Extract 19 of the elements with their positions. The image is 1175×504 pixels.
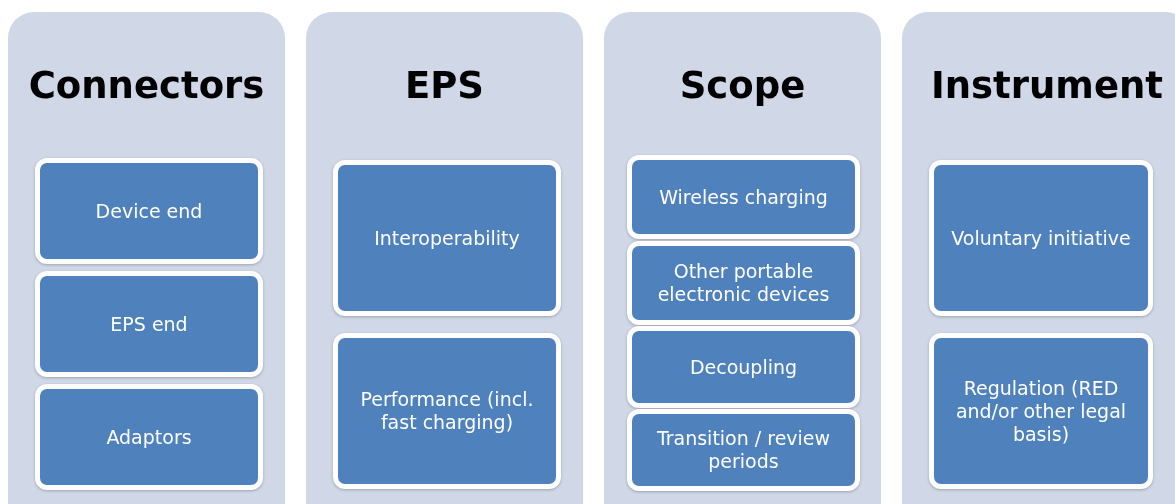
category-panel (8, 12, 285, 504)
topic-box: Other portable electronic devices (627, 241, 860, 325)
topic-box: Interoperability (333, 160, 561, 316)
topic-box: EPS end (35, 271, 263, 377)
panel-title: Connectors (27, 64, 266, 107)
topic-box: Device end (35, 158, 263, 264)
category-panel (306, 12, 583, 504)
topic-box: Regulation (RED and/or other legal basis) (929, 333, 1153, 489)
topic-box: Voluntary initiative (929, 160, 1153, 316)
topic-box: Performance (incl. fast charging) (333, 333, 561, 489)
topic-box: Transition / review periods (627, 409, 860, 491)
topic-box: Adaptors (35, 384, 263, 490)
category-panel (902, 12, 1175, 504)
panel-title: Scope (678, 64, 807, 107)
topic-box: Decoupling (627, 326, 860, 408)
topic-box: Wireless charging (627, 155, 860, 239)
panel-title: Instrument (929, 64, 1165, 107)
category-panel (604, 12, 881, 504)
panel-title: EPS (403, 64, 485, 107)
